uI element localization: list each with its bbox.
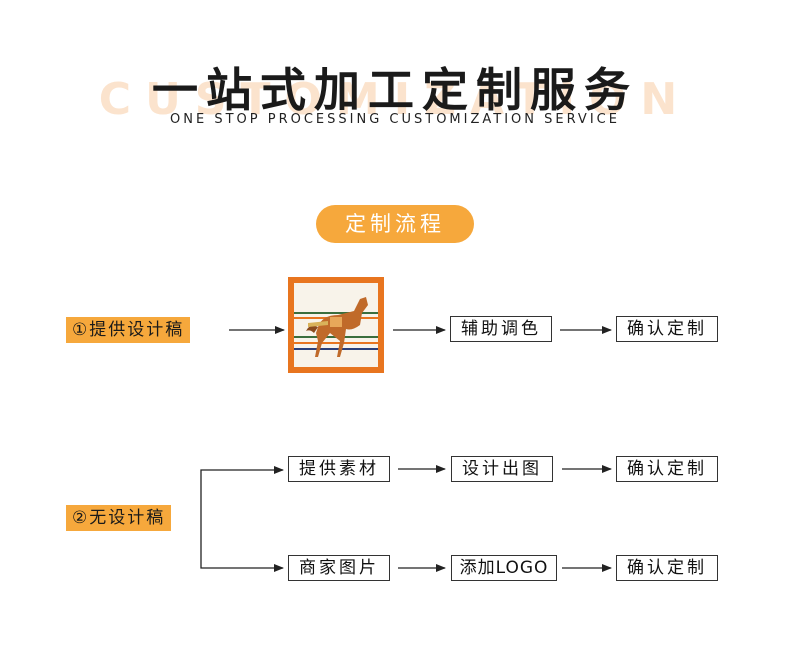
no-design-label: ②无设计稿: [66, 505, 172, 531]
merchant-image-step: 商家图片: [288, 555, 390, 581]
page-title: 一站式加工定制服务: [152, 63, 638, 117]
provide-material-step: 提供素材: [288, 456, 390, 482]
confirm-custom-step-1: 确认定制: [616, 316, 718, 342]
add-logo-step: 添加LOGO: [451, 555, 557, 581]
process-badge: 定制流程: [316, 205, 474, 243]
confirm-custom-step-3: 确认定制: [616, 555, 718, 581]
provide-design-label: ①提供设计稿: [66, 317, 191, 343]
watermark-text: CUSTOMIZATION: [98, 74, 692, 125]
page-subtitle: ONE STOP PROCESSING CUSTOMIZATION SERVIC…: [170, 112, 620, 127]
assist-color-step: 辅助调色: [450, 316, 552, 342]
horse-scarf-image: [288, 277, 384, 373]
branch-line-top: [200, 466, 284, 518]
confirm-custom-step-2: 确认定制: [616, 456, 718, 482]
design-output-step: 设计出图: [451, 456, 553, 482]
branch-line-bottom: [200, 518, 284, 572]
